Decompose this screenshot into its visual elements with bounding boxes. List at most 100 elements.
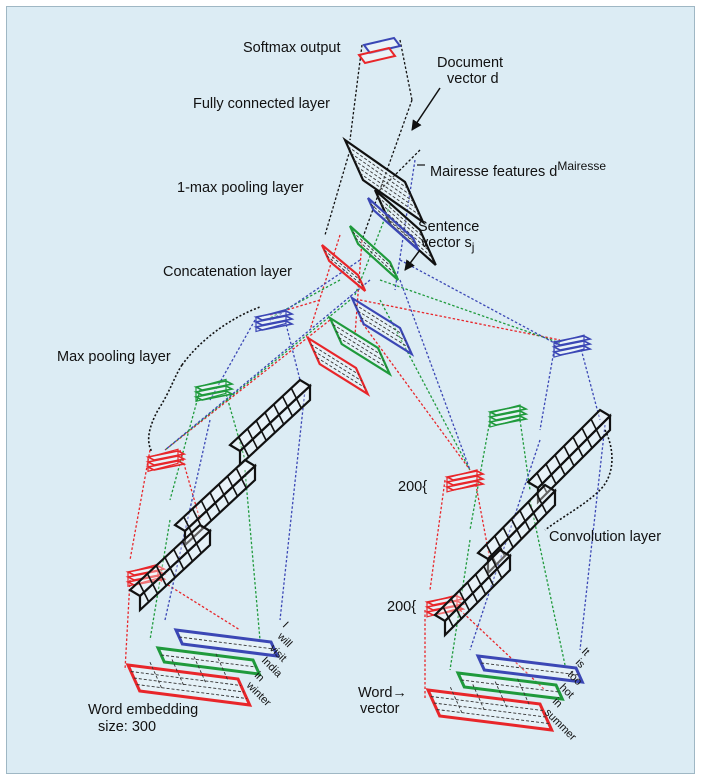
line-left-emb1: [124, 579, 131, 671]
conv-right-bar-1-face: [526, 408, 612, 490]
embedding-right-blue: [475, 654, 585, 684]
line-concat-right-blue: [399, 259, 561, 347]
conv-right-bar-2-cell: [519, 510, 531, 531]
document-vector-arrow: [411, 87, 441, 131]
conv-left-bar-3-cell: [138, 581, 150, 603]
maxpool-left-green-outline: [195, 378, 227, 403]
embedding-left-green-row: [161, 654, 257, 668]
doc-vector-blue-block: [366, 197, 420, 251]
maxpool-left-blue-outline: [255, 308, 287, 333]
line-concat-rightpool-green: [379, 299, 471, 471]
conv-right-bar-3-side: [443, 553, 512, 638]
conv-left-bar-1-cell: [273, 404, 285, 425]
concat-blue-block: [349, 295, 415, 357]
document-vector-label-1: Document: [437, 55, 503, 71]
concat-red-block: [305, 335, 371, 397]
doc-vector-blue-block-row: [370, 203, 416, 245]
word-embedding-label-1: Word embedding: [88, 702, 198, 718]
conv-left-bar-1: [228, 378, 312, 468]
fully-connected-block-row: [359, 172, 421, 216]
conv-left-bar-2-face: [173, 458, 257, 533]
max-pooling-brace-upper: [181, 306, 261, 366]
embedding-right-blue-row: [481, 662, 580, 676]
embedding-right-red-row: [436, 709, 549, 724]
embedding-right-red: [425, 688, 555, 732]
conv-left-bar-3-cell: [190, 532, 202, 554]
embedding-left-green: [155, 646, 262, 676]
mairesse-label: Mairesse features dMairesse: [430, 159, 606, 180]
conv-left-bar-2-cell: [226, 475, 239, 497]
conv-right-bar-3-cell: [483, 565, 495, 587]
line-blue-concat: [394, 159, 416, 291]
conv-left-bar-1-side: [238, 383, 312, 468]
onemax-red-block-row: [326, 255, 364, 287]
sentence-vector-arrow: [404, 249, 421, 271]
line-right-mp2: [579, 344, 601, 421]
maxpool-right-green-outline: [489, 404, 521, 428]
conv-right-bar-1-cell: [545, 463, 557, 485]
onemax-green-block-face: [348, 225, 400, 281]
conv-right-bar-1-cell: [581, 427, 593, 449]
dim-200-bottom-label: 200{: [387, 599, 416, 615]
maxpool-right-blue-layer: [551, 345, 593, 356]
concat-red-block-row: [316, 357, 366, 388]
conv-right-bar-1-cell: [554, 454, 566, 476]
conv-right-bar-1-cell: [536, 472, 548, 494]
line-red-concat-2: [354, 239, 363, 336]
conv-right-bar-1: [526, 408, 612, 505]
layer-blocks: [125, 36, 612, 732]
concat-blue-block-row: [357, 310, 407, 342]
conv-right-bar-2-cell: [535, 493, 548, 514]
conv-right-bar-2-cell: [527, 501, 539, 523]
softmax-label: Softmax output: [243, 40, 341, 56]
line-right-emb4: [529, 499, 566, 666]
embedding-right-green-row: [461, 679, 560, 693]
maxpool-left-blue-layer: [253, 315, 295, 326]
mairesse-block-row: [387, 217, 433, 259]
connection-lines: [124, 39, 606, 700]
conv-left-bar-1-cell: [255, 420, 267, 441]
max-pooling-brace-lower: [147, 364, 183, 453]
sentence-vector-label-1: Sentence: [418, 219, 479, 235]
onemax-green-block-row: [355, 237, 396, 275]
mairesse-label-text: Mairesse features d: [430, 164, 557, 180]
line-red-concat: [309, 234, 341, 331]
maxpool-left-red-outline: [147, 448, 179, 473]
conv-right-bar-2-cell: [485, 544, 498, 565]
conv-left-bar-2-cell: [235, 467, 247, 489]
conv-right-bar-3-cell: [458, 590, 471, 611]
word-vector-label-2: vector: [360, 701, 400, 717]
conv-right-bar-2-cell: [510, 518, 523, 540]
onemax-green-block-row: [352, 231, 394, 269]
mairesse-superscript: Mairesse: [557, 159, 606, 173]
conv-right-bar-3-cell: [450, 598, 462, 620]
conv-left-bar-3-cell: [164, 557, 176, 578]
line-right-emb3: [449, 539, 471, 671]
maxpool-right-red-layer: [444, 480, 486, 491]
conv-right-bar-1-cell: [590, 418, 602, 440]
conv-left-bar-1-cell: [264, 412, 276, 433]
conv-left-bar-3: [128, 523, 212, 613]
embedding-left-blue-row: [179, 636, 275, 650]
document-vector-label-2: vector d: [447, 71, 499, 87]
line-left-mp1: [209, 319, 256, 401]
line-left-mp6: [179, 449, 201, 521]
line-right-emb6: [579, 424, 606, 651]
conv-right-bar-1-cell: [563, 445, 575, 467]
line-left-emb4: [244, 469, 261, 641]
fully-connected-label: Fully connected layer: [193, 96, 330, 112]
conv-left-bar-3-cell: [146, 573, 159, 595]
maxpool-right-red-layer: [444, 475, 486, 486]
max-pooling-label: Max pooling layer: [57, 349, 171, 365]
onemax-green-block: [348, 225, 400, 281]
conv-left-bar-3-cell: [155, 565, 167, 586]
conv-left-bar-1-face: [228, 378, 312, 453]
maxpool-right-blue-layer: [551, 340, 593, 351]
conv-right-bar-2-cell: [502, 527, 514, 548]
line-left-mp3: [169, 389, 201, 501]
conv-left-bar-1-cell: [246, 428, 259, 450]
line-right-mp5: [429, 479, 446, 591]
sentence-vector-label-2: vector s: [421, 235, 472, 251]
